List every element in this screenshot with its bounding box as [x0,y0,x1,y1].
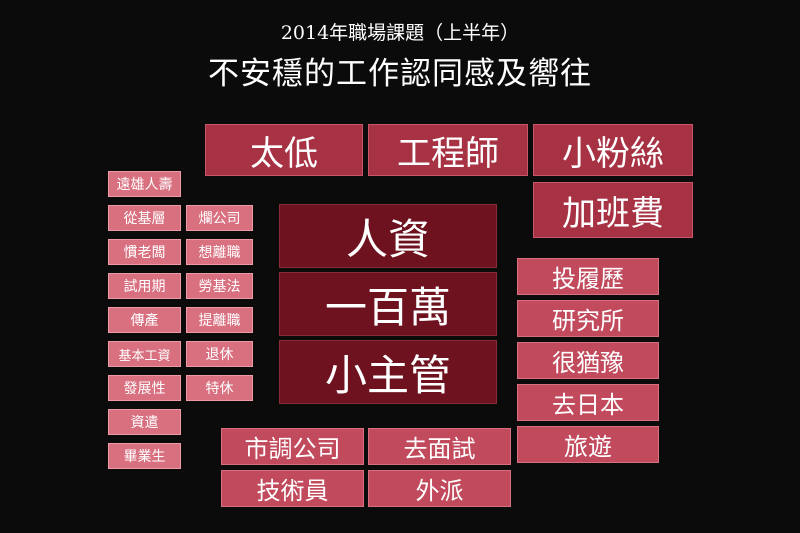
word-tile-large: 小粉絲 [533,124,693,176]
word-tile-medium: 市調公司 [221,428,364,465]
word-tile-large: 加班費 [533,182,693,238]
word-tile-medium: 很猶豫 [517,342,659,379]
word-tile-medium: 去日本 [517,384,659,421]
word-tile-small: 遠雄人壽 [108,171,181,197]
word-tile-large: 工程師 [368,124,528,176]
word-tile-small: 提離職 [186,307,253,333]
word-tile-small: 想離職 [186,239,253,265]
word-tile-small: 傳產 [108,307,181,333]
word-tile-small: 爛公司 [186,205,253,231]
word-tile-small: 發展性 [108,375,181,401]
word-tile-center: 一百萬 [279,272,497,336]
word-tile-center: 小主管 [279,340,497,404]
word-tile-small: 慣老闆 [108,239,181,265]
word-tile-small: 畢業生 [108,443,181,469]
chart-subtitle: 2014年職場課題（上半年） [280,22,520,44]
word-tile-center: 人資 [279,204,497,268]
word-tile-large: 太低 [205,124,363,176]
word-tile-medium: 投履歷 [517,258,659,295]
word-tile-medium: 去面試 [368,428,511,465]
word-tile-small: 資遣 [108,409,181,435]
word-tile-medium: 旅遊 [517,426,659,463]
chart-title: 不安穩的工作認同感及嚮往 [208,56,592,92]
word-tile-small: 試用期 [108,273,181,299]
word-tile-small: 基本工資 [108,341,181,367]
word-tile-medium: 外派 [368,470,511,507]
word-tile-small: 特休 [186,375,253,401]
word-tile-small: 從基層 [108,205,181,231]
word-tile-small: 勞基法 [186,273,253,299]
word-tile-medium: 技術員 [221,470,364,507]
word-tile-medium: 研究所 [517,300,659,337]
word-tile-small: 退休 [186,341,253,367]
